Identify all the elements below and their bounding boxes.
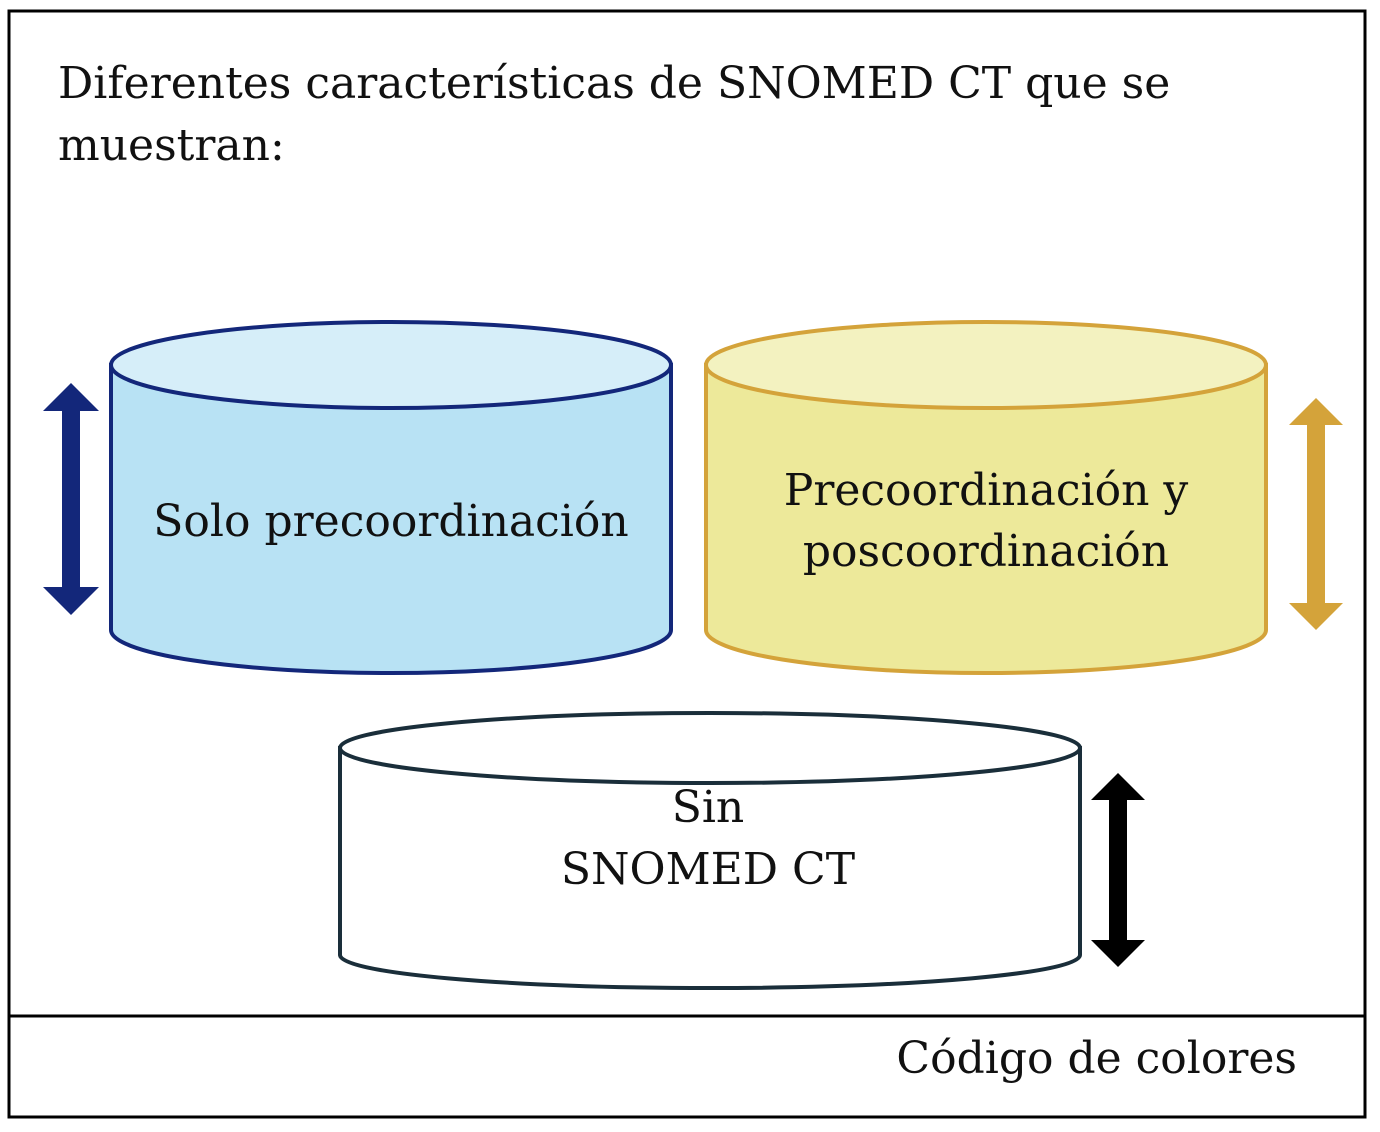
double-arrow-icon-gold <box>1289 398 1343 630</box>
cylinder-sin-snomed: Sin SNOMED CT <box>338 711 1082 990</box>
title-line-2: muestran: <box>58 120 285 171</box>
cylinder-label: Precoordinación y <box>784 465 1189 516</box>
cylinder-label: Solo precoordinación <box>153 496 628 547</box>
cylinder-label: Sin <box>672 782 745 833</box>
double-arrow-icon-black <box>1091 773 1145 967</box>
double-arrow-icon-blue <box>43 383 99 615</box>
color-code-label: Código de colores <box>896 1033 1297 1084</box>
cylinder-label: SNOMED CT <box>561 844 855 895</box>
cylinder-label: poscoordinación <box>803 526 1169 577</box>
title-line-1: Diferentes características de SNOMED CT … <box>58 58 1170 109</box>
cylinder-solo-precoordinacion: Solo precoordinación <box>109 320 673 675</box>
cylinder-pre-pos-coordinacion: Precoordinación y poscoordinación <box>704 320 1268 675</box>
